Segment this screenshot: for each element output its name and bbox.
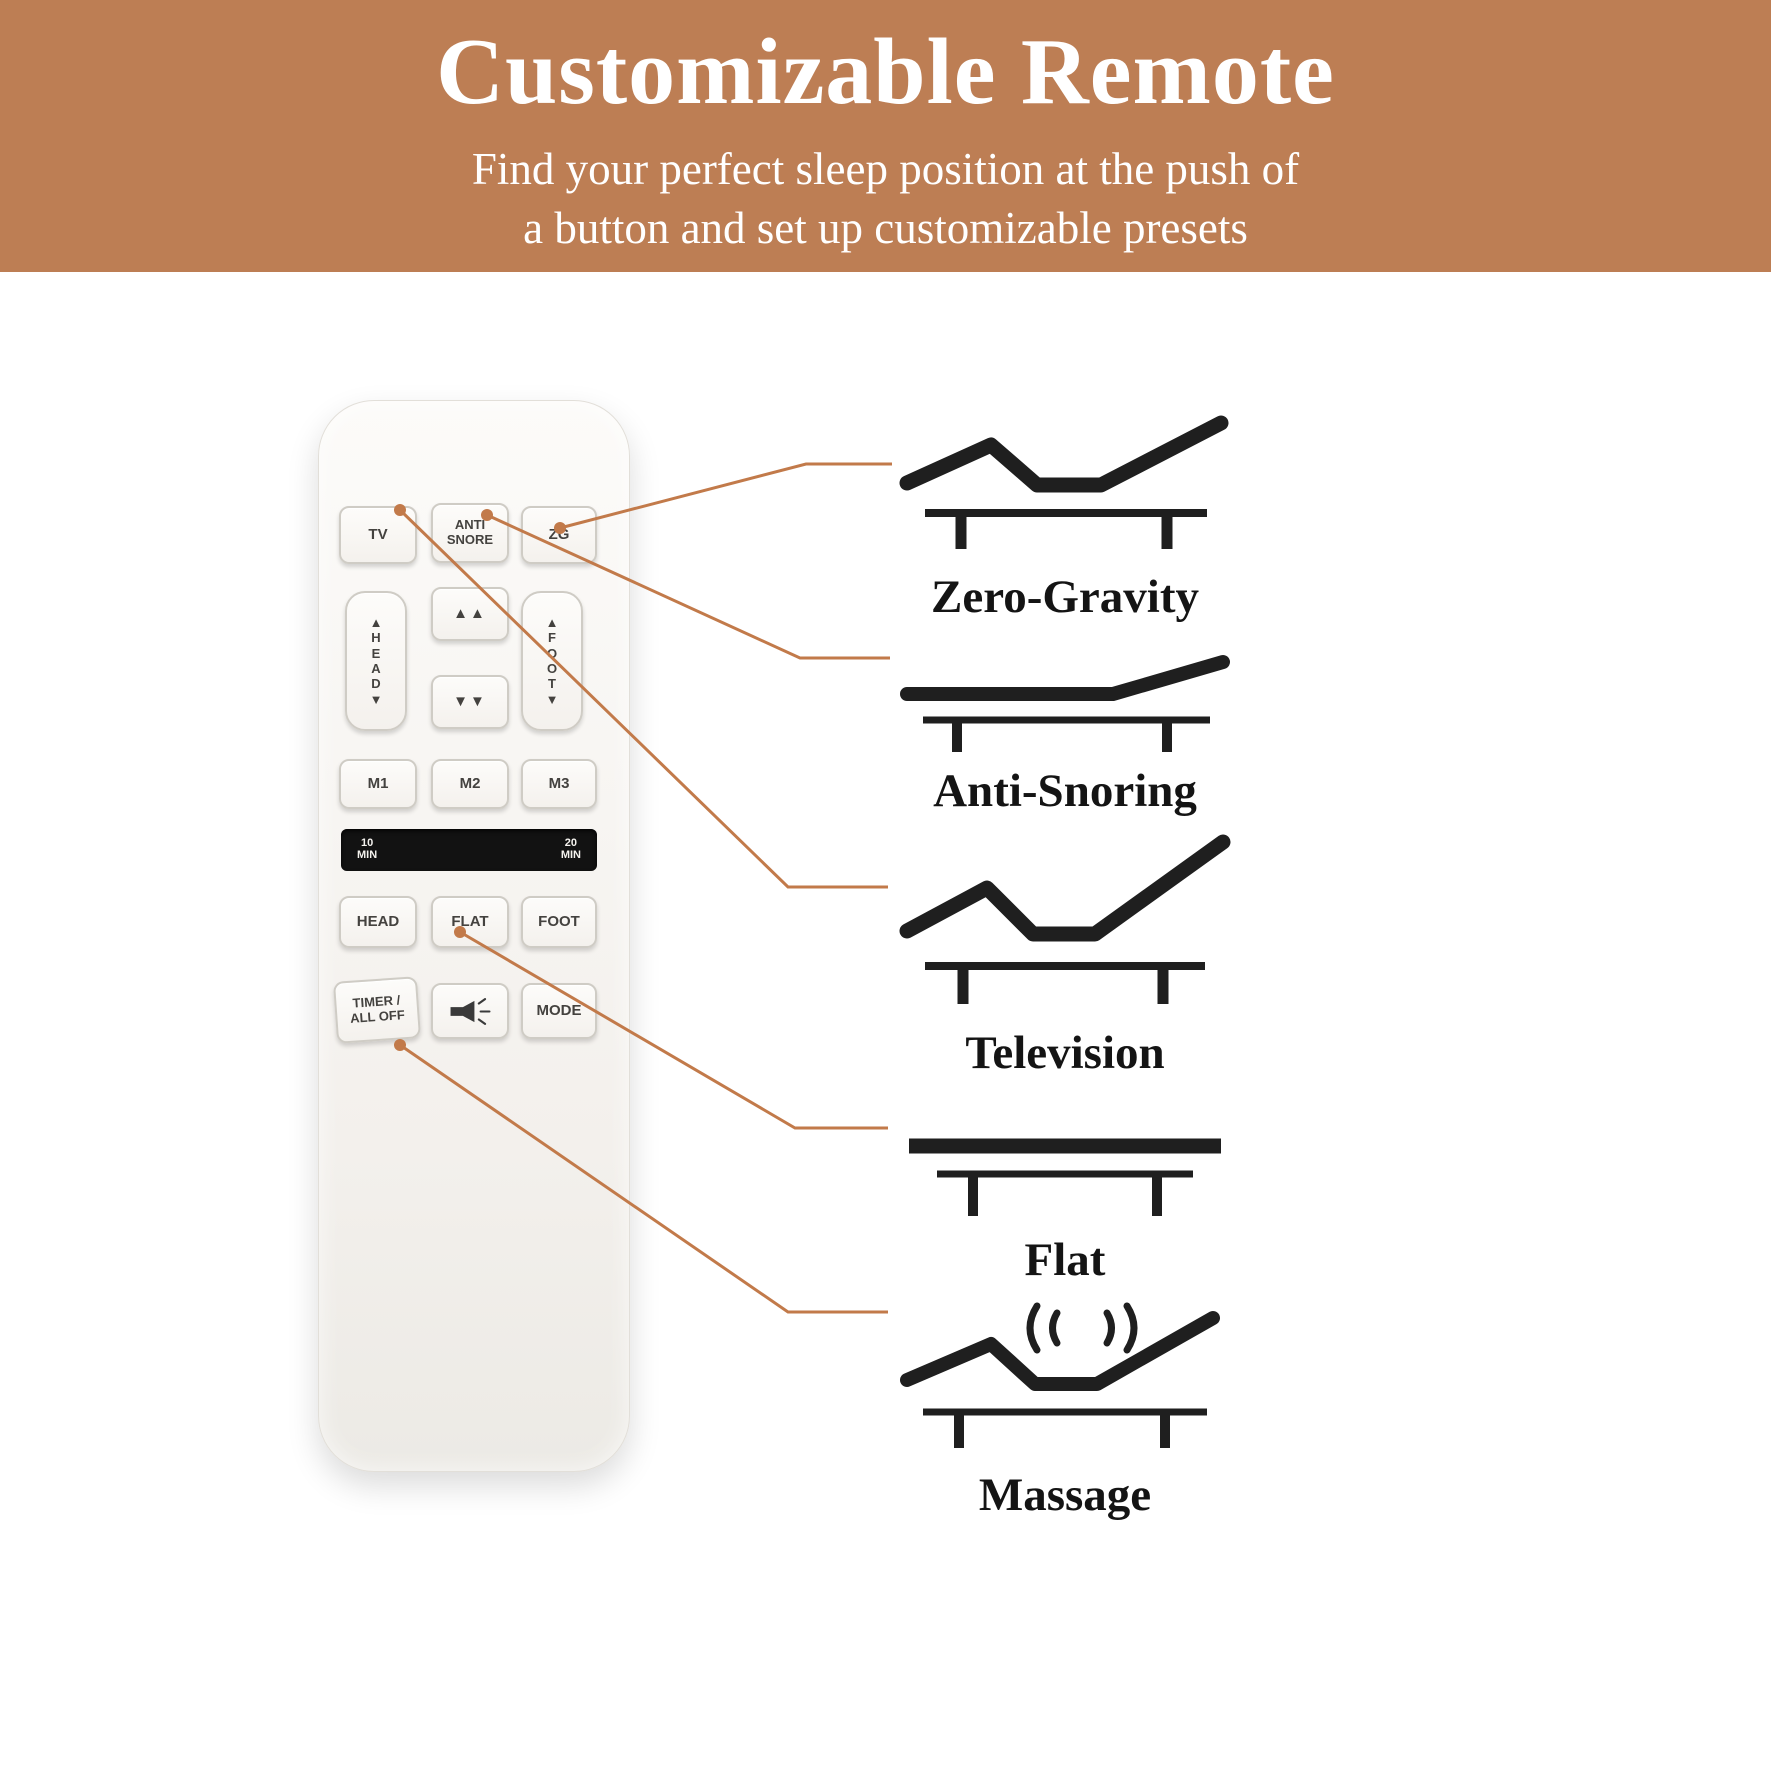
flat-bed-icon bbox=[909, 1138, 1221, 1216]
timer-20-min-label: 20 MIN bbox=[560, 837, 581, 861]
both-down-button: ▼▼ bbox=[431, 675, 509, 729]
flashlight-button bbox=[431, 983, 509, 1039]
mode-button: MODE bbox=[521, 983, 597, 1039]
foot-preset-button: FOOT bbox=[521, 896, 597, 948]
timer-display: 10 MIN 20 MIN bbox=[341, 829, 597, 871]
position-television: Television bbox=[893, 826, 1237, 1080]
remote-control: TV ANTI SNORE ZG ▲ H E A D ▼ ▲▲ ▲ F O O … bbox=[318, 400, 630, 1472]
zero-gravity-button: ZG bbox=[521, 506, 597, 564]
flashlight-icon bbox=[450, 997, 491, 1025]
head-up-down-button: ▲ H E A D ▼ bbox=[345, 591, 407, 731]
both-up-button: ▲▲ bbox=[431, 587, 509, 641]
anti-snore-button: ANTI SNORE bbox=[431, 503, 509, 563]
position-label: Television bbox=[965, 1027, 1165, 1079]
position-label: Zero-Gravity bbox=[930, 571, 1199, 623]
television-bed-icon bbox=[899, 834, 1231, 1004]
zero-gravity-bed-icon bbox=[899, 415, 1229, 549]
tv-button: TV bbox=[339, 506, 417, 564]
header-banner: Customizable Remote Find your perfect sl… bbox=[0, 0, 1771, 272]
position-flat: Flat bbox=[893, 1118, 1237, 1287]
timer-10-min-label: 10 MIN bbox=[357, 837, 378, 861]
foot-up-down-button: ▲ F O O T ▼ bbox=[521, 591, 583, 731]
massage-bed-icon bbox=[900, 1302, 1220, 1448]
position-anti-snoring: Anti-Snoring bbox=[893, 632, 1237, 818]
position-zero-gravity: Zero-Gravity bbox=[893, 405, 1237, 624]
position-label: Massage bbox=[978, 1469, 1152, 1521]
memory-2-button: M2 bbox=[431, 759, 509, 809]
flat-preset-button: FLAT bbox=[431, 896, 509, 948]
page-title: Customizable Remote bbox=[436, 20, 1335, 124]
position-label: Flat bbox=[1024, 1234, 1106, 1286]
memory-3-button: M3 bbox=[521, 759, 597, 809]
anti-snoring-bed-icon bbox=[900, 655, 1230, 752]
position-massage: Massage bbox=[893, 1288, 1237, 1522]
page-subtitle: Find your perfect sleep position at the … bbox=[471, 144, 1300, 253]
timer-all-off-button: TIMER / ALL OFF bbox=[332, 976, 422, 1044]
head-preset-button: HEAD bbox=[339, 896, 417, 948]
memory-1-button: M1 bbox=[339, 759, 417, 809]
position-label: Anti-Snoring bbox=[933, 765, 1197, 817]
